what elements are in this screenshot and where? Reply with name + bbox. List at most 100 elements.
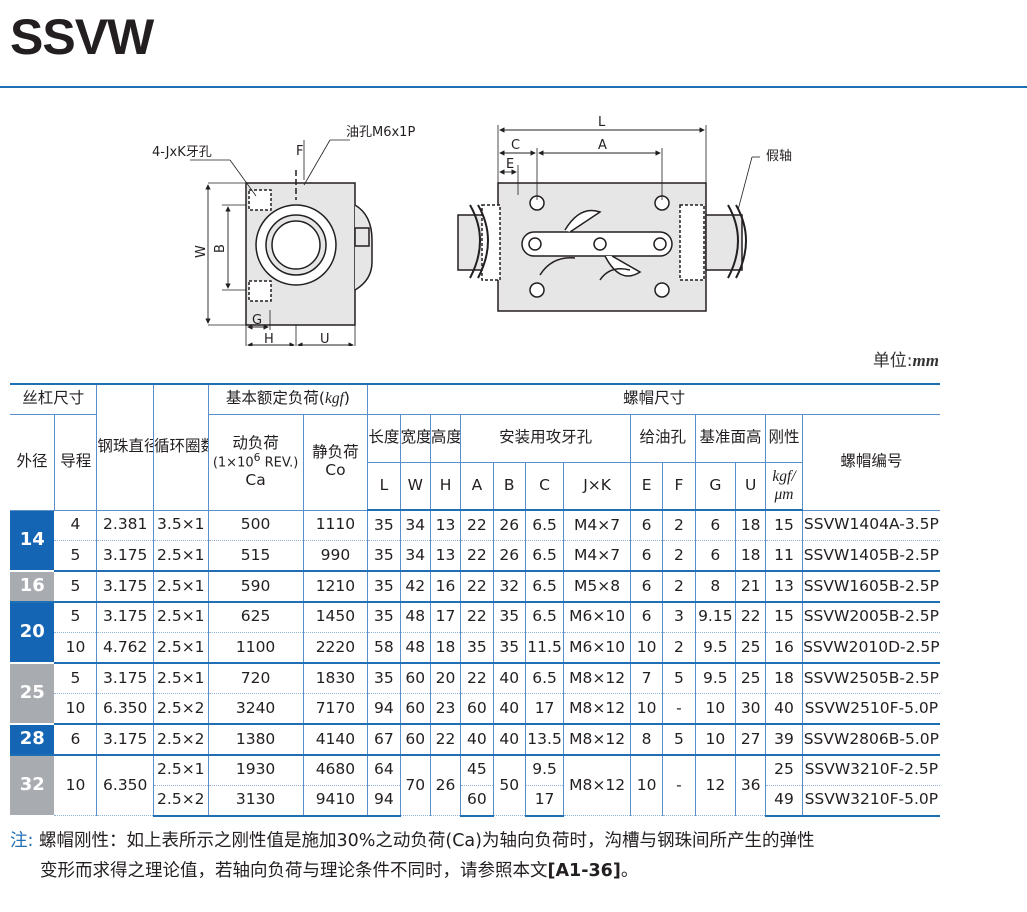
table-cell: 18 (735, 540, 767, 573)
table-cell: SSVW1405B-2.5P (802, 540, 940, 573)
table-cell: 10 (54, 632, 98, 664)
table-cell: 590 (208, 571, 304, 603)
table-cell: 6 (630, 571, 664, 603)
table-cell: 13 (430, 540, 462, 573)
table-cell: 42 (400, 571, 431, 603)
header-F: F (662, 462, 696, 511)
table-cell: 40 (493, 662, 526, 695)
table-cell: 5 (54, 662, 98, 695)
table-cell: 1100 (208, 632, 304, 664)
note-line2: 变形而求得之理论值，若轴向负荷与理论条件不同时，请参照本文 (40, 861, 548, 881)
header-E: E (630, 462, 664, 511)
table-cell: 60 (400, 662, 431, 695)
od-cell: 20 (10, 601, 55, 664)
table-cell: 2 (662, 571, 696, 603)
table-cell: - (662, 693, 696, 726)
label-W: W (194, 245, 209, 258)
table-cell: 10 (695, 693, 737, 726)
table-cell: - (662, 754, 696, 817)
table-cell: 60 (400, 724, 431, 756)
table-cell: 22 (460, 540, 494, 573)
header-B: B (493, 462, 526, 511)
table-cell: 4140 (303, 724, 369, 756)
table-cell: 6.5 (525, 540, 565, 573)
table-cell: 35 (367, 662, 401, 695)
table-cell: 2.5×1 (153, 571, 209, 603)
table-cell: 2220 (303, 632, 369, 664)
nut-drawing: 4-JxK牙孔 油孔M6x1P W B G H U F (152, 115, 792, 346)
table-cell: 22 (460, 571, 494, 603)
table-cell: 32 (493, 571, 526, 603)
label-E: E (506, 157, 514, 172)
label-thread-hole: 4-JxK牙孔 (152, 145, 212, 160)
table-cell: 9.5 (525, 754, 565, 786)
table-cell: 3240 (208, 693, 304, 726)
label-L: L (598, 115, 606, 130)
table-cell: SSVW1605B-2.5P (802, 571, 940, 603)
header-H: H (430, 462, 462, 511)
table-cell: 23 (430, 693, 462, 726)
note-ref: [A1-36] (547, 861, 621, 881)
table-cell: 26 (493, 510, 526, 542)
title-rule (0, 86, 1027, 88)
table-cell: 35 (493, 601, 526, 633)
header-oil: 给油孔 (630, 414, 696, 463)
table-cell: 5 (54, 571, 98, 603)
table-cell: 60 (460, 785, 494, 817)
table-cell: 1930 (208, 754, 304, 786)
table-cell: 720 (208, 662, 304, 695)
table-cell: 6 (695, 540, 737, 573)
table-cell: 3130 (208, 785, 304, 817)
header-hei: 高度 (430, 414, 462, 463)
table-cell: 11 (765, 540, 803, 573)
table-cell: 2.5×2 (153, 785, 209, 817)
table-cell: SSVW2005B-2.5P (802, 601, 940, 633)
table-cell: 45 (460, 754, 494, 786)
table-cell: 60 (460, 693, 494, 726)
table-cell: 94 (367, 785, 401, 817)
footnote: 注: 螺帽刚性：如上表所示之刚性值是施加30%之动负荷(Ca)为轴向负荷时，沟槽… (10, 831, 815, 881)
table-cell: 2.5×1 (153, 662, 209, 695)
table-cell: 27 (735, 724, 767, 756)
table-cell: 22 (460, 662, 494, 695)
header-nut: 螺帽尺寸 (367, 383, 940, 415)
header-A: A (460, 462, 494, 511)
table-cell: 6.5 (525, 571, 565, 603)
table-cell: SSVW2505B-2.5P (802, 662, 940, 695)
table-cell: 40 (765, 693, 803, 726)
od-cell: 25 (10, 662, 55, 726)
label-H: H (264, 332, 274, 346)
table-cell: 35 (367, 540, 401, 573)
table-cell: 22 (460, 510, 494, 542)
table-cell: 17 (525, 693, 565, 726)
header-ball: 钢珠直径 (96, 383, 155, 511)
table-cell: 22 (460, 601, 494, 633)
table-cell: 40 (460, 724, 494, 756)
table-cell: 35 (460, 632, 494, 664)
header-wid: 宽度 (400, 414, 431, 463)
table-cell: 6.5 (525, 601, 565, 633)
header-stiff-unit: kgf/μm (765, 462, 803, 511)
table-cell: SSVW2010D-2.5P (802, 632, 940, 664)
table-cell: 1110 (303, 510, 369, 542)
table-cell: 10 (630, 754, 664, 817)
table-cell: 64 (367, 754, 401, 786)
table-cell: 6 (630, 540, 664, 573)
table-cell: 2 (662, 632, 696, 664)
header-U: U (735, 462, 767, 511)
table-cell: 9.5 (695, 632, 737, 664)
table-cell: 35 (367, 571, 401, 603)
table-cell: 9410 (303, 785, 369, 817)
table-cell: SSVW2510F-5.0P (802, 693, 940, 726)
od-cell: 16 (10, 571, 55, 603)
table-cell: 13.5 (525, 724, 565, 756)
table-cell: 5 (662, 662, 696, 695)
table-cell: 36 (735, 754, 767, 817)
table-cell: 18 (430, 632, 462, 664)
table-cell: M4×7 (563, 510, 631, 542)
table-cell: M8×12 (563, 754, 631, 817)
table-cell: 94 (367, 693, 401, 726)
